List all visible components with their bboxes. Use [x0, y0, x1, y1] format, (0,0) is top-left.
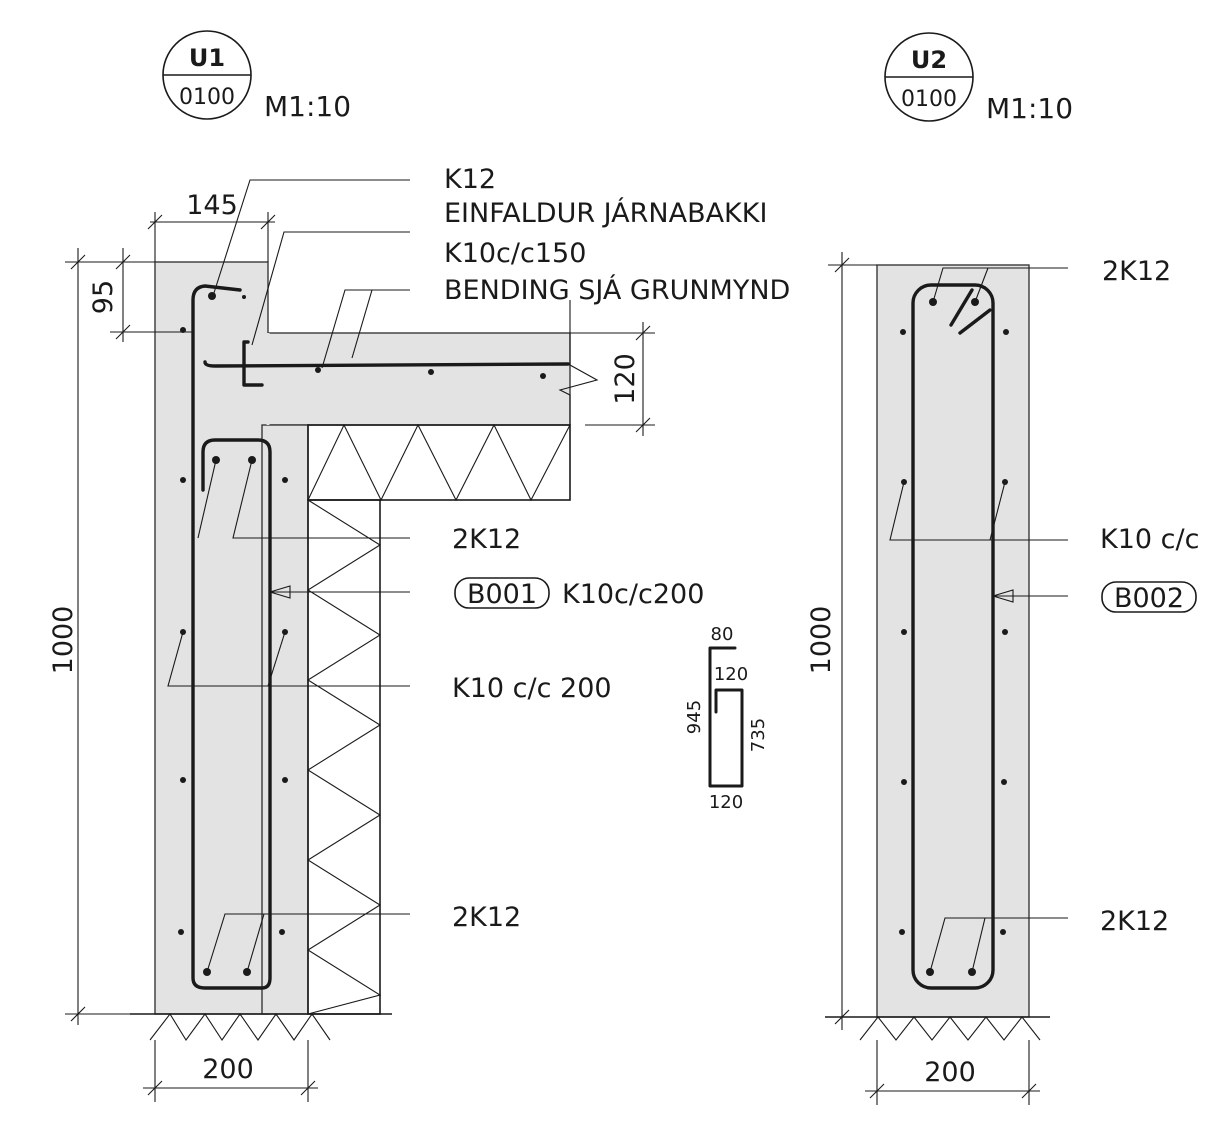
- u2-b002-badge: [1101, 581, 1197, 613]
- u1-callouts: K12 EINFALDUR JÁRNABAKKI K10c/c150 BENDI…: [444, 164, 790, 933]
- u1-callout-k10c150: K10c/c150: [444, 238, 586, 269]
- u1-callout-einfaldur: EINFALDUR JÁRNABAKKI: [444, 197, 767, 229]
- u1-dim-200: 200: [202, 1054, 254, 1085]
- u1-callout-k12: K12: [444, 164, 496, 195]
- u1-rebar: [178, 284, 570, 990]
- u2-tag-top: U2: [911, 46, 947, 74]
- u2-scale: M1:10: [986, 92, 1073, 125]
- u2-title-tag: U2 0100 M1:10: [884, 32, 1073, 125]
- u1-dim-120: 120: [610, 353, 641, 405]
- u1-callout-b001-tag: B001: [467, 579, 537, 610]
- u2-tag-bottom: 0100: [901, 87, 957, 112]
- u2-callouts: 2K12 K10 c/c B002 2K12: [1100, 256, 1199, 937]
- bar-shape-hook: 120: [714, 664, 748, 685]
- u1-callout-bending: BENDING SJÁ GRUNMYND: [444, 274, 790, 306]
- bar-shape-bottom: 120: [709, 792, 743, 813]
- u1-title-tag: U1 0100 M1:10: [162, 30, 351, 123]
- u1-scale: M1:10: [264, 90, 351, 123]
- u1-callout-top-2k12: 2K12: [452, 524, 521, 555]
- u2-dim-1000: 1000: [806, 606, 837, 675]
- u1-tag-top: U1: [189, 44, 225, 72]
- u1-slab: [261, 332, 571, 1015]
- u2-callout-top-2k12: 2K12: [1102, 256, 1171, 287]
- u1-ground: [130, 1013, 392, 1041]
- bar-shape-right: 735: [748, 718, 769, 752]
- u1-b001-badge: [454, 577, 550, 609]
- u1-wall: [154, 261, 269, 1015]
- u1-dimensions: 145 95 1000 120: [48, 190, 655, 1102]
- u1-dim-1000: 1000: [48, 606, 79, 675]
- u2-dimensions: 1000 200: [806, 252, 1040, 1105]
- bar-shape-left: 945: [684, 700, 705, 734]
- u2-ground: [825, 1016, 1050, 1041]
- u2-wall: [876, 264, 1030, 1018]
- u1-tag-bottom: 0100: [179, 85, 235, 110]
- u1-callout-bottom-2k12: 2K12: [452, 902, 521, 933]
- u1-dim-145: 145: [186, 190, 238, 221]
- bar-shape-diagram: 80 120 945 735 120: [684, 624, 769, 813]
- bar-shape-top: 80: [711, 624, 734, 645]
- u2-rebar: [899, 283, 1009, 990]
- u2-callout-k10: K10 c/c: [1100, 524, 1199, 555]
- detail-u1: U1 0100 M1:10: [48, 30, 790, 1102]
- u2-callout-b002-tag: B002: [1114, 583, 1184, 614]
- u2-leaders: [889, 267, 1068, 973]
- u1-callout-b001-spec: K10c/c200: [562, 579, 704, 610]
- detail-u2: U2 0100 M1:10: [806, 32, 1199, 1105]
- u1-leaders: [167, 179, 599, 973]
- u1-dim-95: 95: [88, 280, 119, 314]
- u1-insulation: [306, 423, 571, 1015]
- u2-dim-200: 200: [924, 1057, 976, 1088]
- u1-callout-k10-200: K10 c/c 200: [452, 673, 612, 704]
- u2-callout-bottom-2k12: 2K12: [1100, 906, 1169, 937]
